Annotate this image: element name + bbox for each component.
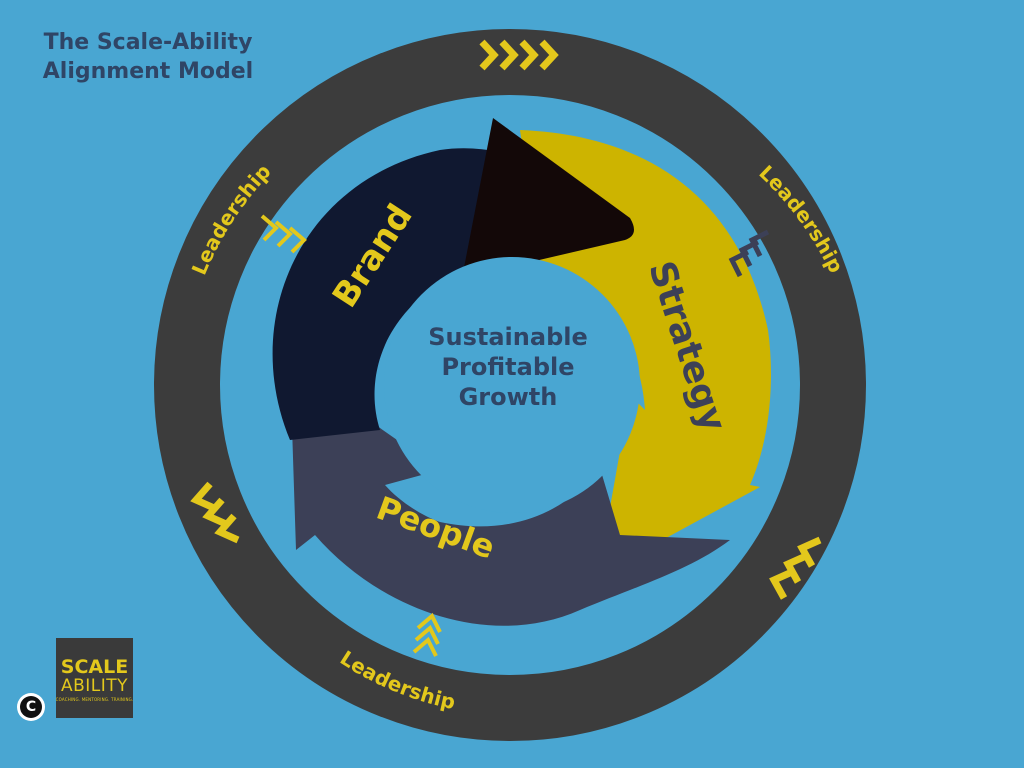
center-circle <box>384 257 640 513</box>
center-text-line-3: Growth <box>459 383 558 411</box>
chevron-arrows-icon-bottom-right <box>769 536 822 600</box>
title-line-2: Alignment Model <box>42 59 254 84</box>
logo-line-2: ABILITY <box>60 676 129 696</box>
center-text-line-2: Profitable <box>441 353 574 381</box>
people-arrow <box>290 365 730 626</box>
title-line-1: The Scale-Ability <box>43 30 253 55</box>
chevron-arrows-icon-brand <box>260 214 307 254</box>
brand-arrow-tip <box>462 118 634 278</box>
chevron-arrows-icon-left <box>190 481 240 544</box>
copyright-symbol: C <box>20 696 42 718</box>
chevron-arrows-icon-top <box>479 39 559 71</box>
diagram-title: The Scale-Ability Alignment Model <box>18 28 278 86</box>
center-text-line-1: Sustainable <box>428 323 588 351</box>
chevron-arrows-icon-strategy <box>728 229 770 278</box>
logo-line-1: SCALE <box>60 656 129 678</box>
copyright-icon: C <box>17 693 45 721</box>
chevron-arrows-icon-people <box>412 612 442 657</box>
scale-ability-logo: SCALE ABILITY COACHING. MENTORING. TRAIN… <box>56 638 133 718</box>
logo-tagline: COACHING. MENTORING. TRAINING. <box>55 697 134 702</box>
